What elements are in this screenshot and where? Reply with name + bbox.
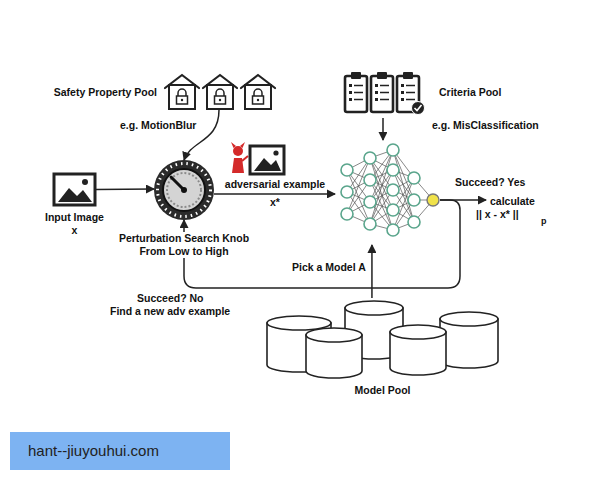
- flow-arrow: [184, 110, 219, 160]
- cylinder-top: [440, 312, 498, 326]
- knob-grip: [167, 173, 201, 207]
- house-icon: [203, 75, 237, 109]
- neural-network: [335, 140, 440, 245]
- model-pool: Model Pool: [265, 298, 500, 380]
- knob-center: [181, 187, 187, 193]
- neuron: [408, 172, 420, 184]
- pool-title: Safety Property Pool: [54, 86, 157, 99]
- neuron: [387, 164, 399, 176]
- image-caption: x: [37, 224, 112, 237]
- check-badge: [412, 102, 425, 115]
- output-neuron: [427, 194, 439, 206]
- flow-arrow: [96, 188, 154, 190]
- criteria-pool: Criteria Pool: [343, 70, 423, 118]
- cylinder-top: [390, 325, 446, 339]
- network-neurons: [341, 144, 420, 236]
- image-icon-sun: [82, 179, 88, 185]
- neuron: [387, 144, 399, 156]
- devil-horns: [231, 142, 245, 148]
- neuron: [408, 194, 420, 206]
- knob-caption: Perturbation Search Knob From Low to Hig…: [114, 232, 254, 258]
- flow-arrow: [382, 118, 384, 140]
- neuron: [387, 224, 399, 236]
- edge-label: e.g. MotionBlur: [120, 119, 196, 132]
- flow-arrow: [214, 193, 335, 195]
- neuron: [364, 196, 376, 208]
- neuron: [364, 174, 376, 186]
- cylinder-top: [267, 316, 331, 330]
- pool-title: Criteria Pool: [439, 86, 501, 99]
- flow-arrow: [371, 245, 373, 298]
- neuron: [341, 186, 353, 198]
- knob-dial: [163, 169, 205, 211]
- image-icon-mountain: [58, 188, 92, 202]
- norm-subscript: p: [541, 215, 547, 228]
- edge-label: Succeed? No: [137, 292, 204, 305]
- success-note: Succeed? Yes: [455, 176, 525, 189]
- image-icon-frame: [250, 146, 284, 174]
- cylinder-top: [306, 328, 362, 342]
- cylinder-top: [345, 301, 403, 315]
- perturbation-knob: Perturbation Search Knob From Low to Hig…: [154, 160, 214, 220]
- network-connections: [347, 150, 433, 230]
- check-mark: [415, 105, 422, 111]
- calculation-text: calculate: [490, 195, 535, 208]
- knob-ticks: [158, 164, 211, 217]
- pool-title: Model Pool: [265, 384, 500, 397]
- devil-head: [233, 146, 243, 156]
- watermark-box: hant--jiuyouhui.com: [10, 432, 230, 470]
- image-icon-frame: [54, 174, 95, 205]
- neuron: [387, 204, 399, 216]
- clipboard-icon: [371, 72, 393, 112]
- neuron: [341, 208, 353, 220]
- image-icon-mountain: [254, 158, 281, 171]
- neuron: [364, 218, 376, 230]
- clipboard-icon: [345, 72, 367, 112]
- neuron: [364, 152, 376, 164]
- image-icon-sun: [273, 150, 278, 155]
- neuron: [341, 164, 353, 176]
- knob-ring: [154, 160, 214, 220]
- neuron: [408, 216, 420, 228]
- input-image: Input Imagex: [53, 173, 96, 206]
- image-caption: Input Image: [37, 211, 112, 224]
- watermark: hant--jiuyouhui.com: [28, 442, 159, 460]
- neuron: [387, 184, 399, 196]
- edge-label: Pick a Model A: [292, 261, 366, 274]
- edge-label: e.g. MisClassification: [432, 119, 539, 132]
- failure-note: Find a new adv example: [110, 305, 230, 318]
- house-icon: [241, 75, 275, 109]
- edge-label: adversarial example x*: [222, 175, 328, 211]
- house-icon: [165, 75, 199, 109]
- norm-formula: || x - x* ||: [476, 208, 519, 221]
- safety-property-pool: Safety Property Pool: [163, 72, 275, 110]
- devil-arm: [242, 156, 248, 161]
